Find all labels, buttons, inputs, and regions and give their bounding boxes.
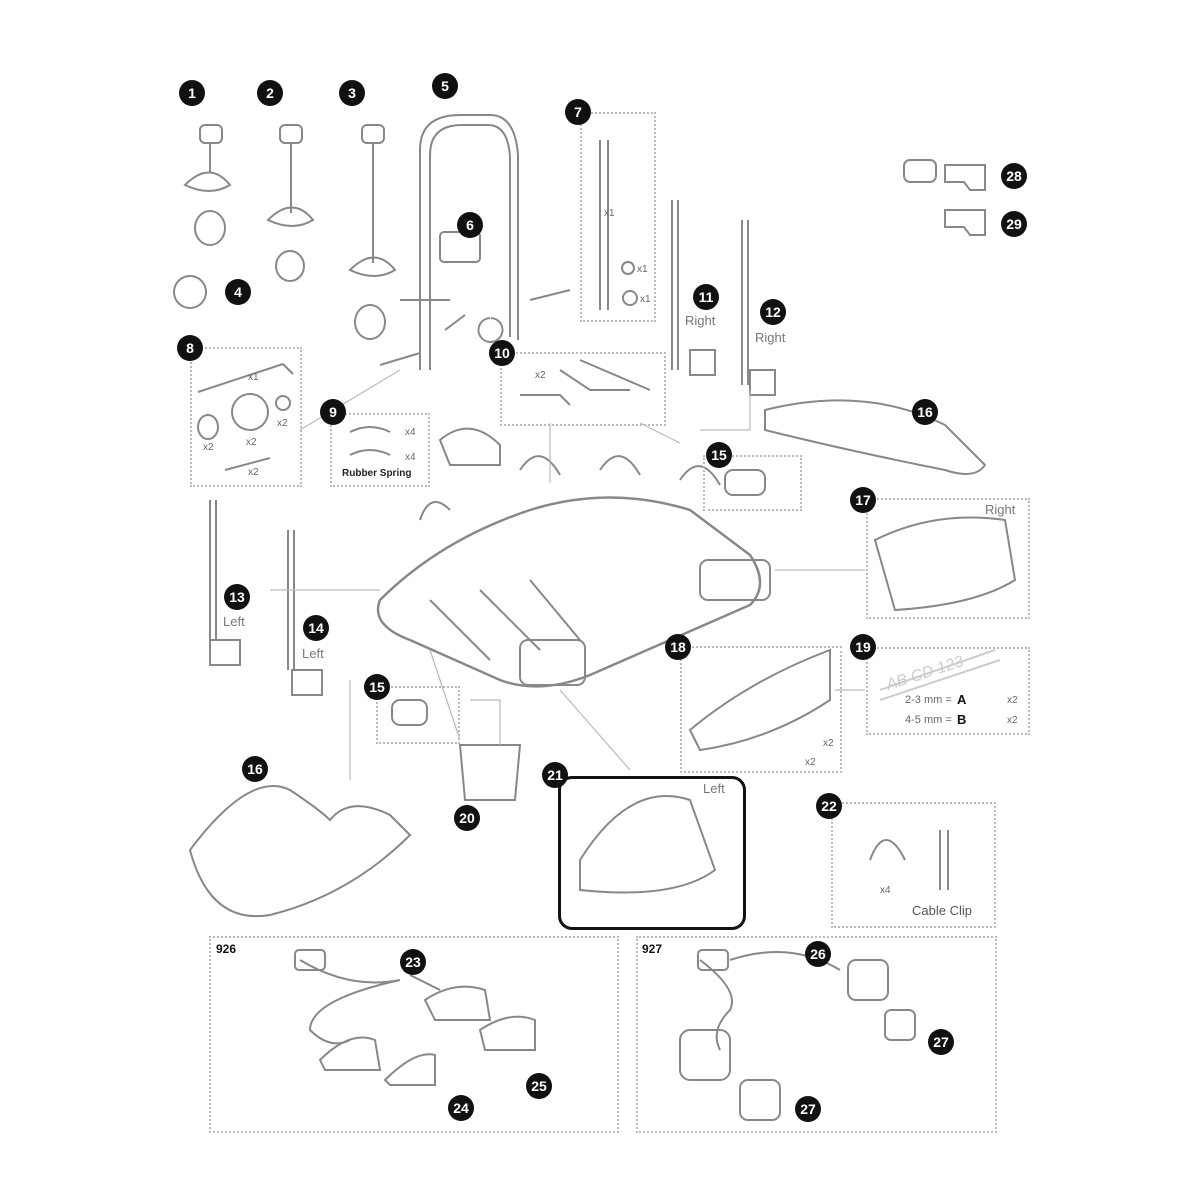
callout-28: 28 (1001, 163, 1027, 189)
callout-2: 2 (257, 80, 283, 106)
callout-29: 29 (1001, 211, 1027, 237)
box-21-highlight (558, 776, 746, 930)
arm-1 (183, 124, 232, 246)
pole-13 (209, 500, 217, 640)
qty: x2 (535, 370, 546, 381)
strap-7 (599, 140, 609, 310)
ramp-16-right (764, 399, 987, 475)
ramp-16-left (188, 785, 412, 918)
box-926 (209, 936, 619, 1133)
plate-row-a: 2-3 mm = (905, 694, 952, 706)
callout-12: 12 (760, 299, 786, 325)
box-15-right (703, 455, 802, 511)
callout-15-right: 15 (706, 442, 732, 468)
box-9 (330, 413, 430, 487)
knob-4 (173, 275, 207, 309)
callout-14: 14 (303, 615, 329, 641)
pole-12 (741, 220, 749, 385)
wiring-927 (699, 951, 841, 1051)
cover-18 (688, 648, 831, 752)
label-right-17: Right (985, 502, 1016, 517)
box-10 (500, 352, 666, 426)
label-right-12: Right (755, 330, 786, 345)
callout-3: 3 (339, 80, 365, 106)
box-18 (680, 646, 842, 773)
qty: x2 (246, 437, 257, 448)
callout-9: 9 (320, 399, 346, 425)
label-cable-clip: Cable Clip (912, 903, 972, 918)
callout-19: 19 (850, 634, 876, 660)
keys-28-29 (903, 159, 986, 236)
arm-3 (348, 124, 397, 340)
callout-23: 23 (400, 949, 426, 975)
box-8 (190, 347, 302, 487)
callout-18: 18 (665, 634, 691, 660)
callout-1: 1 (179, 80, 205, 106)
callout-10: 10 (489, 340, 515, 366)
box-19 (866, 647, 1030, 735)
label-right-11: Right (685, 313, 716, 328)
callout-11: 11 (693, 284, 719, 310)
box-15-left (376, 686, 460, 744)
box-22 (831, 802, 996, 928)
lamp-17 (873, 516, 1017, 612)
callout-17: 17 (850, 487, 876, 513)
label-rubber-spring: Rubber Spring (342, 468, 412, 479)
carrier-body (376, 496, 762, 688)
callout-27-a: 27 (928, 1029, 954, 1055)
callout-27-b: 27 (795, 1096, 821, 1122)
qty: x2 (1007, 695, 1018, 706)
callout-25: 25 (526, 1073, 552, 1099)
qty: x2 (1007, 715, 1018, 726)
box-7 (580, 112, 656, 322)
label-left-21: Left (703, 781, 725, 796)
callout-16-left: 16 (242, 756, 268, 782)
callout-21: 21 (542, 762, 568, 788)
callout-22: 22 (816, 793, 842, 819)
qty: x2 (277, 418, 288, 429)
plate-a: A (957, 692, 967, 707)
callout-24: 24 (448, 1095, 474, 1121)
lamp-21 (579, 795, 717, 894)
qty: x2 (203, 442, 214, 453)
arm-2 (266, 124, 315, 282)
holder-20 (458, 744, 522, 801)
callout-5: 5 (432, 73, 458, 99)
qty: x1 (637, 264, 648, 275)
callout-8: 8 (177, 335, 203, 361)
qty: x4 (880, 885, 891, 896)
label-left-14: Left (302, 646, 324, 661)
plate-row-b: 4-5 mm = (905, 714, 952, 726)
group-927: 927 (642, 942, 663, 956)
qty: x1 (640, 294, 651, 305)
callout-13: 13 (224, 584, 250, 610)
qty: x2 (805, 757, 816, 768)
group-926: 926 (216, 942, 237, 956)
qty: x2 (823, 738, 834, 749)
plate-b: B (957, 712, 967, 727)
qty: x2 (248, 467, 259, 478)
callout-15-left: 15 (364, 674, 390, 700)
qty: x4 (405, 427, 416, 438)
qty: x4 (405, 452, 416, 463)
callout-6: 6 (457, 212, 483, 238)
box-927 (636, 936, 997, 1133)
qty: x1 (604, 208, 615, 219)
callout-16-right: 16 (912, 399, 938, 425)
label-left-13: Left (223, 614, 245, 629)
callout-4: 4 (225, 279, 251, 305)
box-17 (866, 498, 1030, 619)
qty: x1 (248, 372, 259, 383)
pole-14 (287, 530, 295, 670)
frame-5 (419, 114, 519, 370)
callout-7: 7 (565, 99, 591, 125)
callout-26: 26 (805, 941, 831, 967)
callout-20: 20 (454, 805, 480, 831)
pole-11 (671, 200, 679, 370)
wiring-926 (299, 959, 441, 1045)
